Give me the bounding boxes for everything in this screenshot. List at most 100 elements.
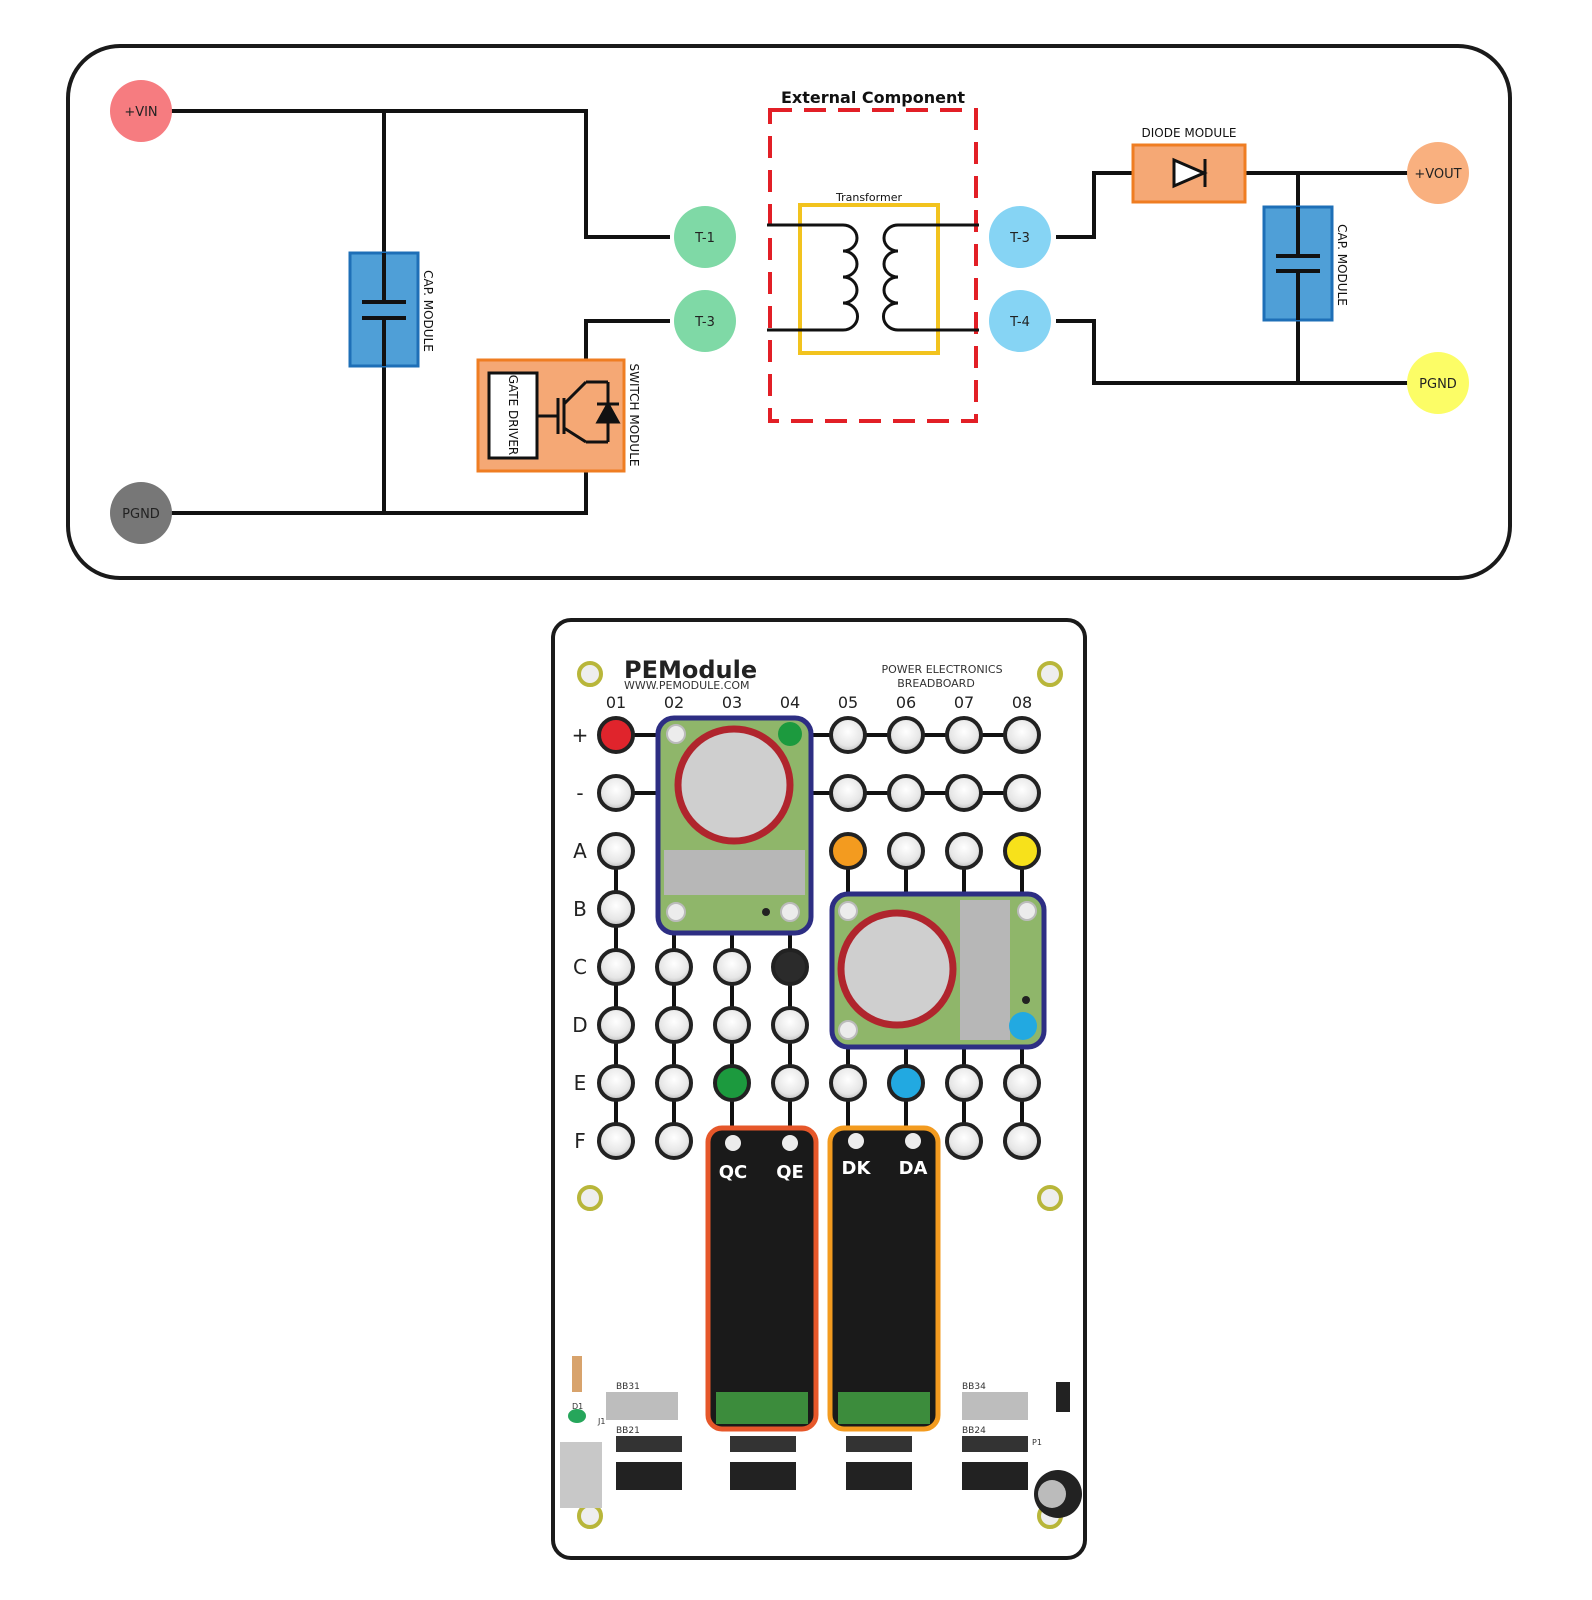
grid-hole-07-- (945, 774, 983, 812)
connector-bb21: BB21 (616, 1426, 640, 1436)
switch-module: GATE DRIVER SWITCH MODULE (476, 358, 641, 473)
external-component-label: External Component (781, 88, 965, 107)
node-vin-label: +VIN (124, 105, 157, 120)
grid-hole-02-F (655, 1122, 693, 1160)
grid-hole-04-E (771, 1064, 809, 1102)
node-pgnd-out: PGND (1407, 352, 1469, 414)
node-t1-label: T-1 (694, 231, 715, 246)
grid-hole-06-+ (887, 716, 925, 754)
column-label: 08 (1012, 693, 1032, 712)
grid-hole-01-C (597, 948, 635, 986)
cap-module-left: CAP. MODULE (348, 251, 435, 368)
switch-pin-qc: QC (719, 1162, 748, 1183)
board-title-line1: POWER ELECTRONICS (881, 663, 1002, 676)
grid-hole-07-+ (945, 716, 983, 754)
grid-hole-02-D (655, 1006, 693, 1044)
node-vout: +VOUT (1407, 142, 1469, 204)
connector-bb24: BB24 (962, 1426, 986, 1436)
grid-hole-04-C (771, 948, 809, 986)
bottom-connectors: BB31 BB21 BB34 BB24 D1 J1 P1 (560, 1356, 1082, 1518)
diode-pin-dk: DK (842, 1158, 872, 1179)
column-labels: 01 02 03 04 05 06 07 08 (606, 693, 1032, 712)
transformer-windings (767, 223, 979, 332)
row-label: B (573, 897, 587, 921)
grid-hole-06-A (887, 832, 925, 870)
node-pgnd-out-label: PGND (1419, 377, 1457, 392)
cap-module-left-label: CAP. MODULE (421, 270, 435, 352)
node-t3-secondary-label: T-3 (1009, 231, 1030, 246)
node-vin: +VIN (110, 80, 172, 142)
grid-hole-01-F (597, 1122, 635, 1160)
row-label: + (572, 723, 589, 747)
label-d1: D1 (572, 1402, 583, 1411)
column-label: 06 (896, 693, 916, 712)
grid-hole-03-E (713, 1064, 751, 1102)
row-label: D (572, 1013, 587, 1037)
diode-module-label: DIODE MODULE (1142, 126, 1237, 140)
switch-module-label: SWITCH MODULE (627, 364, 641, 467)
grid-hole-05-E (829, 1064, 867, 1102)
node-t1: T-1 (674, 206, 736, 268)
grid-hole-01-D (597, 1006, 635, 1044)
board-title-line2: BREADBOARD (897, 677, 975, 690)
grid-hole-03-C (713, 948, 751, 986)
mounting-holes (577, 661, 1063, 1529)
label-j1: J1 (597, 1417, 605, 1426)
gate-driver-label: GATE DRIVER (506, 375, 520, 456)
node-pgnd-in: PGND (110, 482, 172, 544)
grid-hole-05-- (829, 774, 867, 812)
grid-hole-07-A (945, 832, 983, 870)
grid-hole-06-E (887, 1064, 925, 1102)
column-label: 03 (722, 693, 742, 712)
grid-hole-01-+ (597, 716, 635, 754)
row-label: A (573, 839, 587, 863)
switch-pin-qe: QE (776, 1162, 804, 1183)
breadboard: PEModule WWW.PEMODULE.COM POWER ELECTRON… (551, 618, 1087, 1560)
grid-hole-01-A (597, 832, 635, 870)
cap-module-right-label: CAP. MODULE (1335, 224, 1349, 306)
grid-hole-01-B (597, 890, 635, 928)
grid-hole-05-A (829, 832, 867, 870)
node-t3-primary: T-3 (674, 290, 736, 352)
column-label: 01 (606, 693, 626, 712)
diode-pin-da: DA (899, 1158, 928, 1179)
transformer-label: Transformer (835, 191, 902, 204)
schematic-panel: CAP. MODULE GATE DRIVER SWITCH MODULE (66, 44, 1512, 580)
external-component: External Component Transformer (767, 88, 979, 423)
connector-bb34: BB34 (962, 1382, 986, 1392)
node-vout-label: +VOUT (1414, 167, 1461, 182)
board-url: WWW.PEMODULE.COM (624, 679, 750, 692)
row-label: E (574, 1071, 587, 1095)
board-switch-module: QC QE (705, 1125, 819, 1432)
grid-hole-04-D (771, 1006, 809, 1044)
igbt-symbol (537, 380, 621, 444)
grid-hole-08-F (1003, 1122, 1041, 1160)
cap-module-right: CAP. MODULE (1262, 205, 1349, 322)
row-label: C (573, 955, 587, 979)
grid-hole-06-- (887, 774, 925, 812)
grid-hole-07-F (945, 1122, 983, 1160)
grid-hole-08-+ (1003, 716, 1041, 754)
grid-hole-03-D (713, 1006, 751, 1044)
diode-module: DIODE MODULE (1131, 126, 1247, 204)
grid-hole-05-+ (829, 716, 867, 754)
node-t4-label: T-4 (1009, 315, 1030, 330)
label-p1: P1 (1032, 1438, 1042, 1447)
grid-hole-08-E (1003, 1064, 1041, 1102)
column-label: 05 (838, 693, 858, 712)
board-capacitor-module-2 (829, 891, 1047, 1050)
board-diode-module: DK DA (827, 1125, 941, 1432)
column-label: 02 (664, 693, 684, 712)
column-label: 04 (780, 693, 800, 712)
board-brand: PEModule (624, 656, 757, 684)
connector-bb31: BB31 (616, 1382, 640, 1392)
grid-hole-08-A (1003, 832, 1041, 870)
grid-hole-07-E (945, 1064, 983, 1102)
grid-hole-01-- (597, 774, 635, 812)
grid-hole-02-C (655, 948, 693, 986)
grid-hole-01-E (597, 1064, 635, 1102)
column-label: 07 (954, 693, 974, 712)
grid-holes (597, 716, 1041, 1160)
